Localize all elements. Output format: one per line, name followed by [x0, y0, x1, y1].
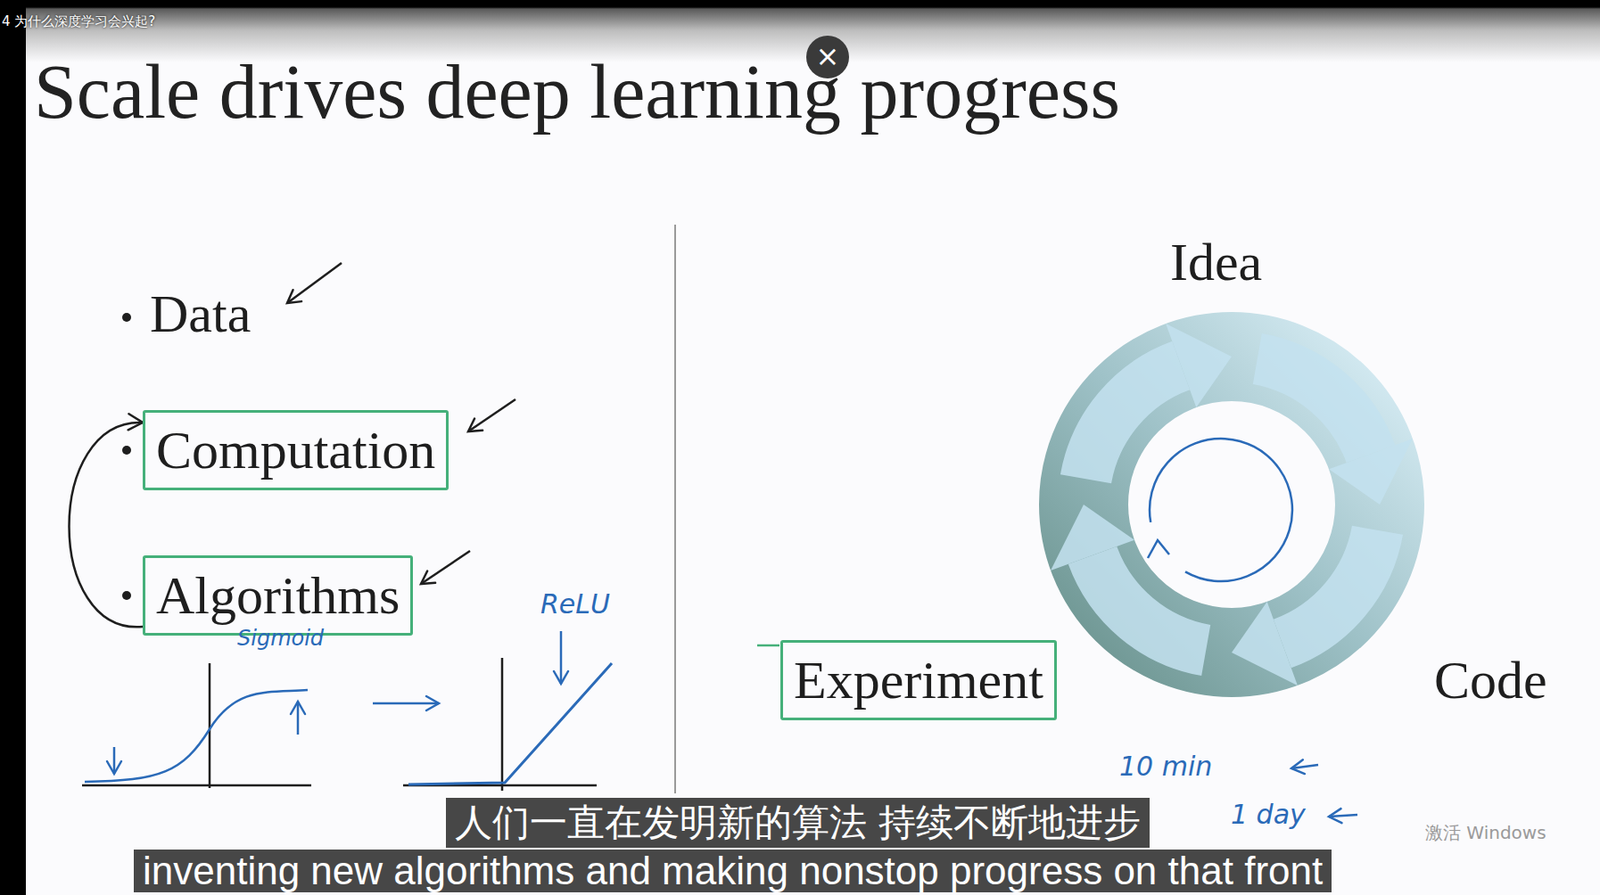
- cycle-stage: Idea: [1170, 230, 1262, 295]
- curved-connector: [69, 422, 144, 627]
- pointer-arrow: [420, 551, 471, 585]
- cycle-stage: Code: [1434, 648, 1548, 713]
- pointer-arrow: [287, 263, 342, 304]
- hand-loop: [1149, 438, 1293, 582]
- bullet-term: Data: [149, 281, 251, 347]
- plot-axis: [208, 663, 212, 789]
- node-text: Experiment: [793, 648, 1044, 713]
- bullet-dot: [122, 591, 132, 601]
- pointer-arrow: [468, 399, 516, 432]
- watermark: 激活 Windows: [1425, 822, 1547, 844]
- video-title: 4 为什么深度学习会兴起?: [1, 13, 156, 30]
- relu-curve: [408, 663, 612, 785]
- node-text: Algorithms: [156, 563, 400, 628]
- handwritten-note: Sigmoid: [237, 626, 324, 652]
- bullet-dot: [122, 313, 132, 322]
- time-arrow: [1328, 815, 1358, 817]
- sigmoid-curve: [84, 690, 308, 783]
- node-text: Computation: [156, 418, 436, 483]
- video-left-border: [0, 0, 26, 895]
- handwritten-note: 1 day: [1230, 799, 1306, 832]
- plot-axis: [82, 784, 312, 788]
- time-arrow: [1291, 765, 1319, 769]
- boxed-term: Computation: [142, 410, 449, 491]
- subtitle-chinese: 人们一直在发明新的算法 持续不断地进步: [445, 798, 1150, 849]
- hand-tick: [757, 644, 780, 648]
- divider-line: [674, 224, 677, 794]
- cycle-ring: [1083, 356, 1380, 653]
- hand-loop-head: [1147, 540, 1170, 559]
- bullet-dot: [122, 445, 132, 455]
- cycle-arrows: [1050, 323, 1413, 686]
- handwritten-note: 10 min: [1119, 750, 1213, 784]
- boxed-term: Experiment: [780, 640, 1057, 721]
- gradient-arrow: [560, 631, 563, 685]
- handwritten-note: ReLU: [540, 588, 611, 621]
- gradient-arrow: [296, 701, 300, 735]
- gradient-arrow: [113, 747, 116, 775]
- slide-title: Scale drives deep learning progress: [33, 48, 1121, 137]
- transition-arrow: [372, 702, 439, 706]
- subtitle-english: inventing new algorithms and making nons…: [133, 849, 1332, 893]
- boxed-term: Algorithms: [142, 555, 413, 636]
- plot-axis: [501, 658, 504, 792]
- close-button: ×: [806, 35, 850, 79]
